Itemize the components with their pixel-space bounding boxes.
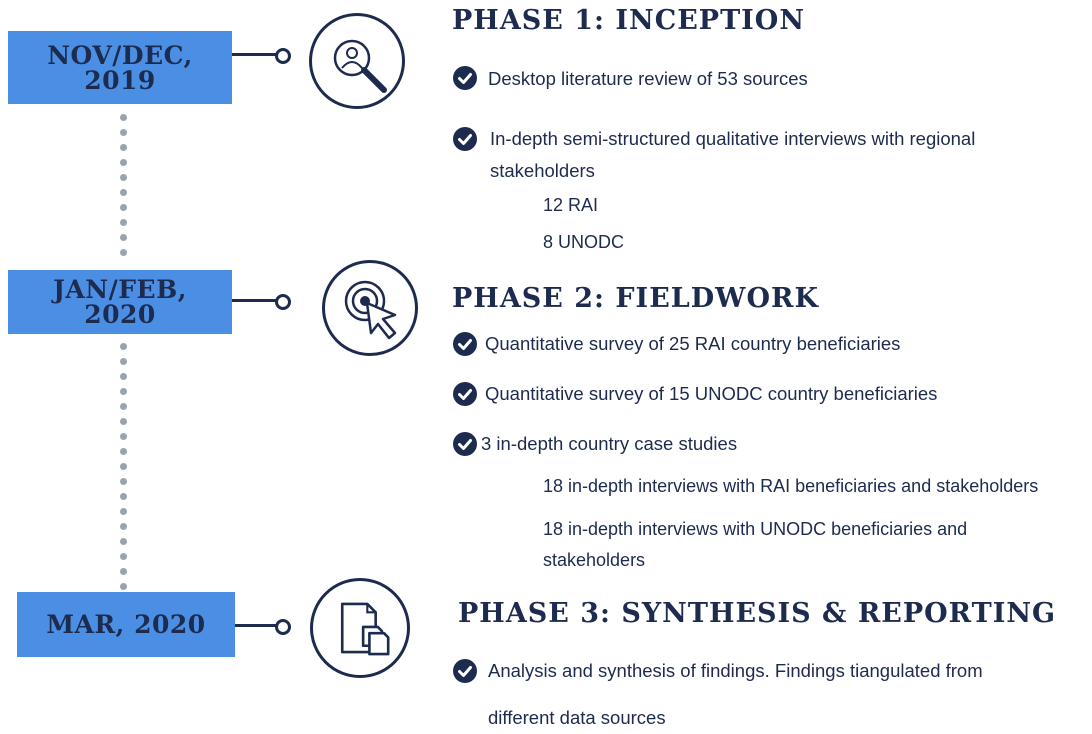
check-icon bbox=[453, 382, 477, 406]
timeline-dot bbox=[120, 189, 127, 196]
connector-end bbox=[275, 619, 291, 635]
timeline-dot bbox=[120, 234, 127, 241]
timeline-dot bbox=[120, 583, 127, 590]
timeline-dot bbox=[120, 343, 127, 350]
timeline-dot bbox=[120, 204, 127, 211]
list-item: Analysis and synthesis of findings. Find… bbox=[488, 660, 983, 681]
documents-icon bbox=[310, 578, 410, 678]
timeline-dot bbox=[120, 219, 127, 226]
list-item: Quantitative survey of 15 UNODC country … bbox=[485, 383, 938, 404]
timeline-dot bbox=[120, 114, 127, 121]
check-icon bbox=[453, 659, 477, 683]
check-icon bbox=[453, 432, 477, 456]
phase-title-3: PHASE 3: SYNTHESIS & REPORTING bbox=[458, 598, 1057, 629]
sub-item: 12 RAI bbox=[543, 195, 599, 215]
connector-line bbox=[232, 53, 277, 56]
timeline-dot bbox=[120, 463, 127, 470]
timeline-dot bbox=[120, 568, 127, 575]
timeline-dot bbox=[120, 418, 127, 425]
user-search-icon bbox=[309, 13, 405, 109]
sub-item: 18 in-depth interviews with UNODC benefi… bbox=[543, 519, 968, 539]
timeline-dot bbox=[120, 433, 127, 440]
timeline-dot bbox=[120, 373, 127, 380]
timeline-dot bbox=[120, 448, 127, 455]
timeline-dot bbox=[120, 159, 127, 166]
check-icon bbox=[453, 66, 477, 90]
connector-end bbox=[275, 294, 291, 310]
sub-item: stakeholders bbox=[543, 550, 646, 570]
list-item: stakeholders bbox=[490, 160, 595, 181]
sub-item: 8 UNODC bbox=[543, 232, 625, 252]
cursor-click-icon bbox=[322, 260, 418, 356]
timeline-dot bbox=[120, 508, 127, 515]
check-icon bbox=[453, 332, 477, 356]
timeline-dot bbox=[120, 403, 127, 410]
connector-end bbox=[275, 48, 291, 64]
list-item: 3 in-depth country case studies bbox=[481, 433, 738, 454]
list-item: Desktop literature review of 53 sources bbox=[488, 68, 808, 89]
date-badge-phase-1: NOV/DEC, 2019 bbox=[8, 31, 232, 104]
date-badge-phase-2: JAN/FEB, 2020 bbox=[8, 270, 232, 334]
phase-title-1: PHASE 1: INCEPTION bbox=[452, 5, 805, 36]
timeline-dot bbox=[120, 388, 127, 395]
timeline-dot bbox=[120, 144, 127, 151]
timeline-dot bbox=[120, 249, 127, 256]
connector-line bbox=[235, 624, 277, 627]
list-item: Quantitative survey of 25 RAI country be… bbox=[485, 333, 901, 354]
connector-line bbox=[232, 299, 277, 302]
timeline-dot bbox=[120, 358, 127, 365]
timeline-dot bbox=[120, 523, 127, 530]
list-item: In-depth semi-structured qualitative int… bbox=[490, 128, 976, 149]
timeline-dot bbox=[120, 129, 127, 136]
timeline-dot bbox=[120, 493, 127, 500]
timeline-dot bbox=[120, 174, 127, 181]
sub-item: 18 in-depth interviews with RAI benefici… bbox=[543, 476, 1039, 496]
list-item: different data sources bbox=[488, 707, 666, 728]
timeline-dot bbox=[120, 538, 127, 545]
phase-title-2: PHASE 2: FIELDWORK bbox=[452, 283, 819, 314]
timeline-dot bbox=[120, 553, 127, 560]
date-badge-phase-3: MAR, 2020 bbox=[17, 592, 235, 657]
timeline-dot bbox=[120, 478, 127, 485]
check-icon bbox=[453, 127, 477, 151]
